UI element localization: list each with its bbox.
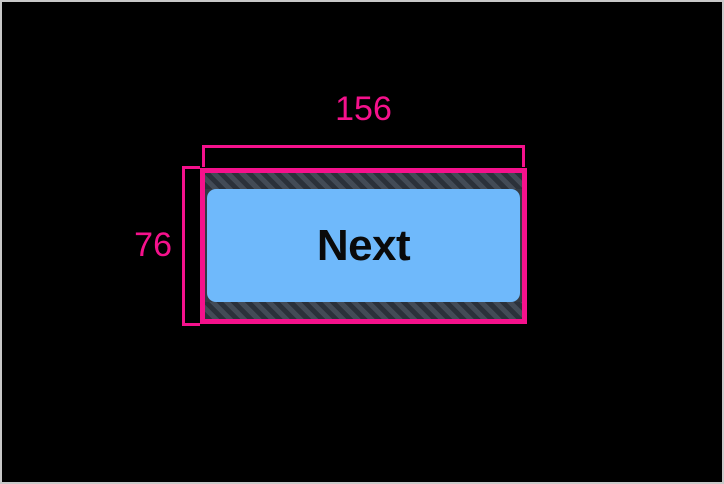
height-dimension-label: 76 bbox=[134, 226, 172, 264]
next-button-label: Next bbox=[316, 220, 411, 270]
height-dimension-bracket bbox=[182, 166, 200, 326]
selection-bounding-box bbox=[200, 168, 527, 324]
next-button[interactable]: Next bbox=[207, 189, 520, 302]
padding-band-bottom bbox=[205, 302, 522, 319]
padding-band-top bbox=[205, 173, 522, 189]
width-dimension-bracket bbox=[202, 145, 525, 167]
inspected-element[interactable]: Next bbox=[205, 173, 522, 319]
width-dimension-label: 156 bbox=[335, 90, 392, 128]
